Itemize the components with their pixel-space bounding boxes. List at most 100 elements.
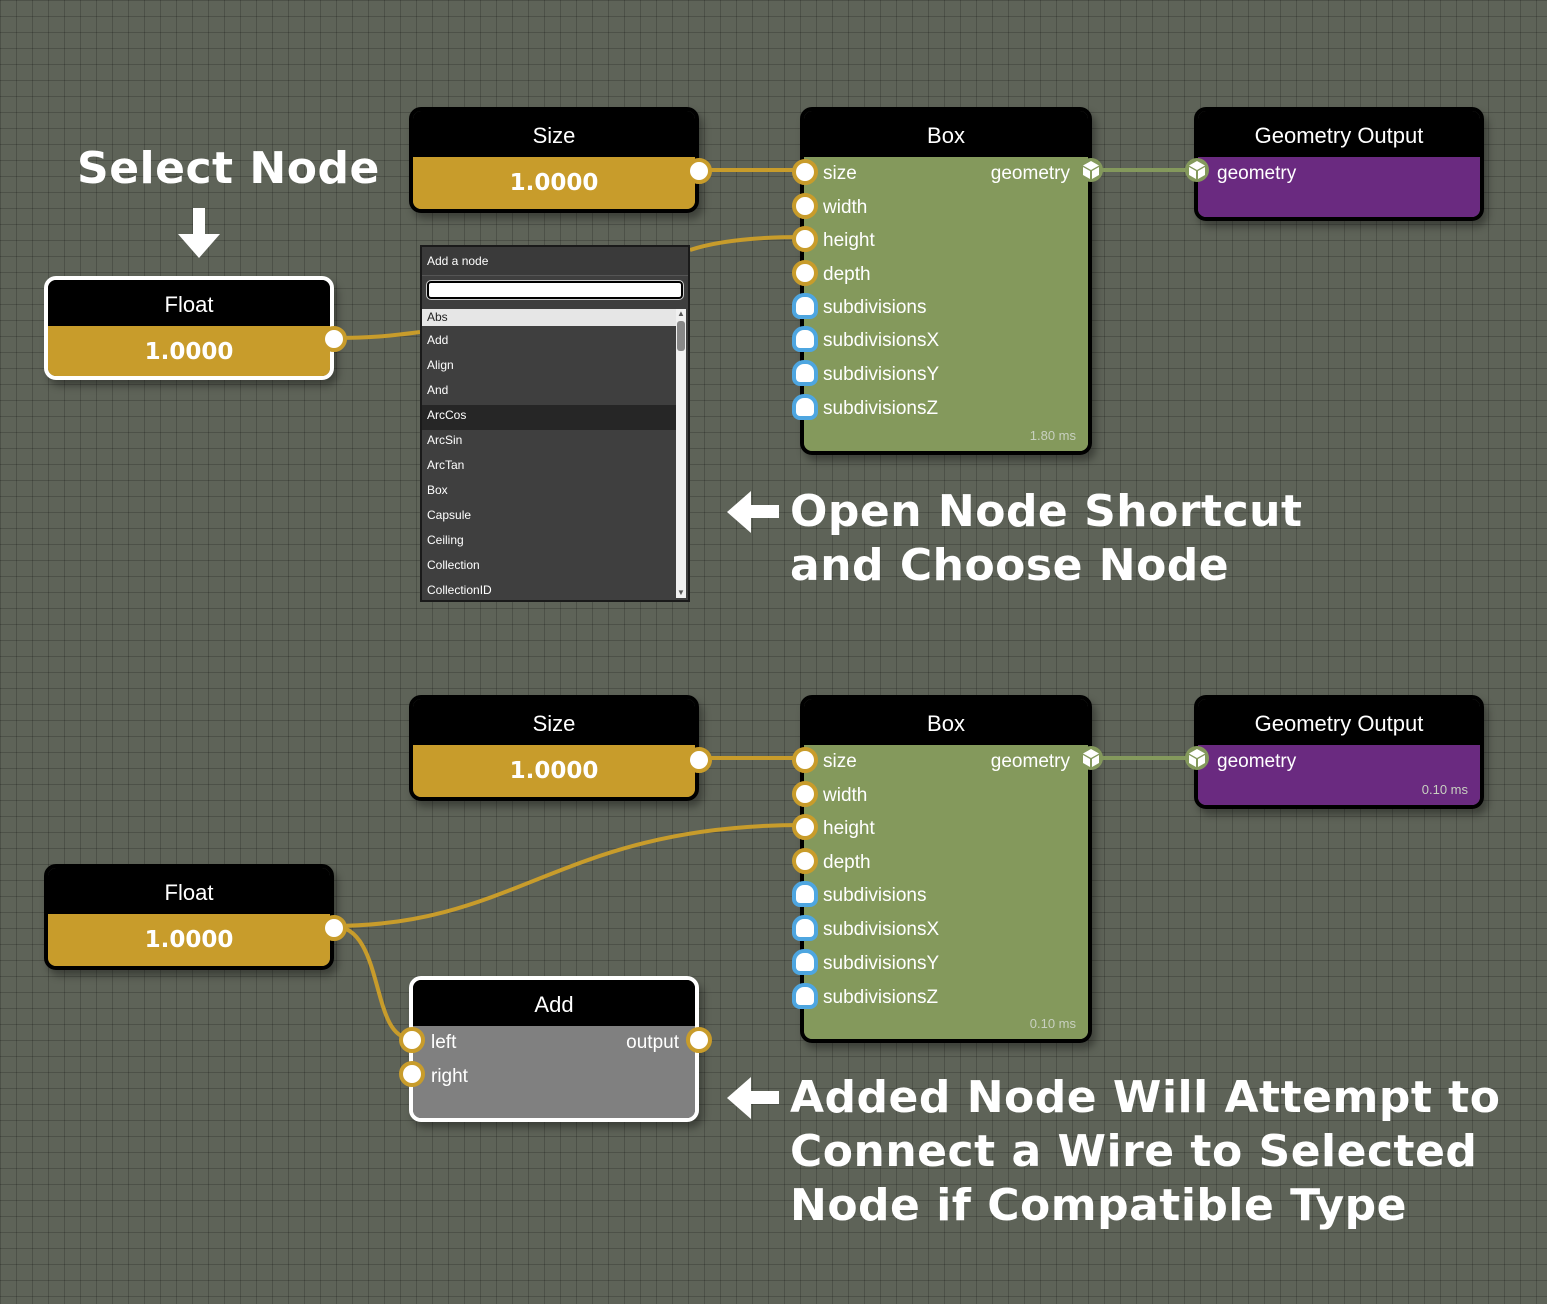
annotation-open-shortcut-line2: and Choose Node	[790, 540, 1230, 591]
box-port-size: size	[823, 163, 857, 184]
node-title: Box	[804, 111, 1088, 157]
node-list-item[interactable]: ArcSin	[427, 433, 463, 447]
box-socket-depth[interactable]	[792, 260, 818, 286]
output-port-geometry: geometry	[1217, 751, 1297, 772]
annotation-open-shortcut-line1: Open Node Shortcut	[790, 486, 1303, 537]
node-list-item[interactable]: Abs	[422, 309, 677, 326]
size-node-bottom[interactable]: Size 1.0000	[409, 695, 699, 801]
box-port-height: height	[823, 818, 875, 839]
node-search-input[interactable]	[426, 280, 684, 300]
float-value[interactable]: 1.0000	[144, 339, 234, 365]
menu-title: Add a node	[422, 247, 688, 276]
box-socket-width[interactable]	[792, 193, 818, 219]
annotation-added-node-line1: Added Node Will Attempt to	[790, 1072, 1501, 1123]
arrow-down-icon	[178, 208, 220, 258]
box-socket-height[interactable]	[792, 814, 818, 840]
float-output-socket-top[interactable]	[321, 326, 347, 352]
box-socket-subdivisionsz[interactable]	[792, 983, 818, 1009]
output-port-geometry: geometry	[1217, 163, 1297, 184]
add-socket-right[interactable]	[399, 1061, 425, 1087]
box-socket-subdivisionsz[interactable]	[792, 394, 818, 420]
scrollbar-thumb[interactable]	[677, 321, 685, 351]
size-output-socket-top[interactable]	[686, 158, 712, 184]
box-node-top[interactable]: Box size width height depth subdivisions…	[800, 107, 1092, 455]
box-port-subdivisionsy: subdivisionsY	[823, 364, 940, 385]
float-node-bottom[interactable]: Float 1.0000	[44, 864, 334, 970]
node-list-item[interactable]: Capsule	[427, 508, 472, 522]
timing-label: 0.10 ms	[1029, 1016, 1076, 1031]
box-socket-subdivisions[interactable]	[792, 293, 818, 319]
size-value[interactable]: 1.0000	[509, 170, 599, 196]
node-title: Box	[804, 699, 1088, 745]
node-list-item[interactable]: Collection	[427, 558, 480, 572]
cube-icon[interactable]	[1184, 745, 1210, 771]
box-port-depth: depth	[823, 264, 871, 285]
geometry-output-node-bottom[interactable]: Geometry Output geometry 0.10 ms	[1194, 695, 1484, 809]
timing-label: 0.10 ms	[1421, 782, 1468, 797]
box-socket-subdivisionsx[interactable]	[792, 326, 818, 352]
add-node-bottom[interactable]: Add left right output	[409, 976, 699, 1122]
annotation-select-node: Select Node	[77, 143, 380, 194]
size-node-top[interactable]: Size 1.0000	[409, 107, 699, 213]
node-title: Float	[48, 868, 330, 914]
annotation-added-node-line3: Node if Compatible Type	[790, 1180, 1407, 1231]
box-socket-size[interactable]	[792, 747, 818, 773]
add-socket-left[interactable]	[399, 1027, 425, 1053]
arrow-left-icon	[727, 491, 779, 533]
annotation-added-node-line2: Connect a Wire to Selected	[790, 1126, 1478, 1177]
node-list-item[interactable]: CollectionID	[427, 583, 492, 597]
box-port-height: height	[823, 230, 875, 251]
box-port-width: width	[823, 197, 868, 218]
box-node-bottom[interactable]: Box size width height depth subdivisions…	[800, 695, 1092, 1043]
size-value[interactable]: 1.0000	[509, 758, 599, 784]
node-title: Add	[413, 980, 695, 1026]
box-port-subdivisions: subdivisions	[823, 297, 927, 318]
scroll-down-icon[interactable]: ▼	[677, 588, 685, 597]
node-title: Geometry Output	[1198, 699, 1480, 745]
cube-icon[interactable]	[1078, 745, 1104, 771]
box-socket-subdivisionsy[interactable]	[792, 949, 818, 975]
float-value[interactable]: 1.0000	[144, 927, 234, 953]
add-port-output: output	[626, 1032, 679, 1053]
box-port-depth: depth	[823, 852, 871, 873]
box-port-subdivisionsx: subdivisionsX	[823, 330, 940, 351]
box-port-geometry-out: geometry	[990, 751, 1070, 772]
node-list-item[interactable]: Box	[427, 483, 448, 497]
size-output-socket-bottom[interactable]	[686, 747, 712, 773]
box-port-size: size	[823, 751, 857, 772]
box-socket-height[interactable]	[792, 226, 818, 252]
menu-scrollbar[interactable]: ▲ ▼	[676, 309, 686, 598]
float-node-top[interactable]: Float 1.0000	[44, 276, 334, 380]
node-list-item[interactable]: Add	[427, 333, 449, 347]
add-node-menu[interactable]: Add a node Abs Add Align And ArcCos ArcS…	[420, 245, 690, 602]
box-port-geometry-out: geometry	[990, 163, 1070, 184]
box-socket-subdivisionsy[interactable]	[792, 360, 818, 386]
box-socket-subdivisionsx[interactable]	[792, 915, 818, 941]
node-title: Float	[48, 280, 330, 326]
wire-menu-to-height-top	[689, 235, 804, 252]
box-port-subdivisionsz: subdivisionsZ	[823, 987, 939, 1008]
node-list-item[interactable]: Ceiling	[427, 533, 464, 547]
node-list-item[interactable]: Align	[427, 358, 454, 372]
scroll-up-icon[interactable]: ▲	[677, 309, 685, 318]
add-socket-output[interactable]	[686, 1027, 712, 1053]
float-output-socket-bottom[interactable]	[321, 915, 347, 941]
node-list-item[interactable]: ArcTan	[427, 458, 465, 472]
box-socket-size[interactable]	[792, 159, 818, 185]
cube-icon[interactable]	[1078, 157, 1104, 183]
node-list-item[interactable]: ArcCos	[422, 405, 677, 430]
geometry-output-node-top[interactable]: Geometry Output geometry	[1194, 107, 1484, 221]
node-title: Size	[413, 699, 695, 745]
node-list-item[interactable]: And	[427, 383, 449, 397]
box-socket-width[interactable]	[792, 781, 818, 807]
box-socket-depth[interactable]	[792, 848, 818, 874]
cube-icon[interactable]	[1184, 157, 1210, 183]
box-port-subdivisionsz: subdivisionsZ	[823, 398, 939, 419]
box-port-subdivisionsy: subdivisionsY	[823, 953, 940, 974]
node-title: Size	[413, 111, 695, 157]
box-socket-subdivisions[interactable]	[792, 881, 818, 907]
wire-float-to-add-left-bottom	[332, 924, 411, 1040]
wire-float-to-box-height-bottom	[332, 823, 804, 928]
arrow-left-icon	[727, 1077, 779, 1119]
timing-label: 1.80 ms	[1029, 428, 1076, 443]
